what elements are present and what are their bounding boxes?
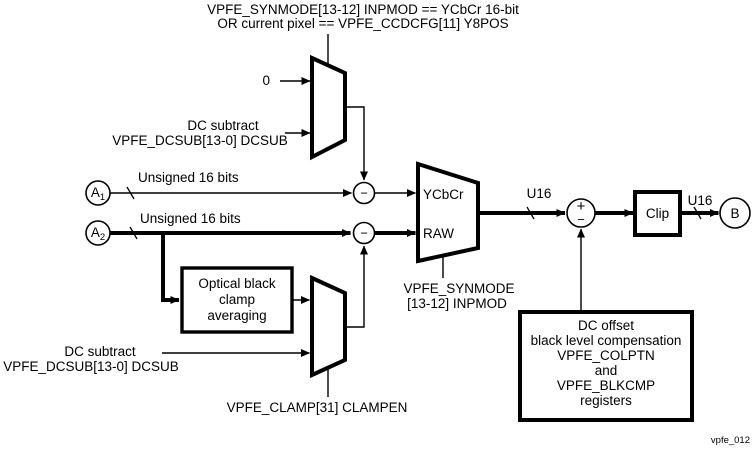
figure-id: vpfe_012 <box>711 435 750 446</box>
adder-plus-symbol: + <box>577 198 586 215</box>
optical-box-line1: Optical black <box>198 276 276 291</box>
bus-tick-u16-out <box>693 206 702 220</box>
condition-text-line1: VPFE_SYNMODE[13-12] INPMOD == YCbCr 16-b… <box>207 2 519 17</box>
mux-dcsub-top <box>310 54 347 161</box>
clip-box <box>633 190 682 237</box>
bus-tick-a2 <box>129 226 138 240</box>
dc-offset-line1: DC offset <box>578 318 634 333</box>
dc-offset-line2: black level compensation <box>531 333 682 348</box>
wire-mux-top-output <box>345 106 368 181</box>
dc-offset-line6: registers <box>580 393 632 408</box>
dc-offset-line5: VPFE_BLKCMP <box>557 378 655 393</box>
condition-text-line2: OR current pixel == VPFE_CCDCFG[11] Y8PO… <box>217 16 508 31</box>
bus-label-u16-mid: U16 <box>527 186 552 201</box>
dc-offset-line4: and <box>595 363 618 378</box>
mux-input-format <box>416 161 480 264</box>
input-a2-label: A2 <box>91 225 105 243</box>
input-a1-label: A1 <box>91 185 105 203</box>
format-mux-option-top: YCbCr <box>423 187 464 202</box>
subtract-node-1-symbol: − <box>360 186 368 201</box>
inpmod-select-label-line2: [13-12] INPMOD <box>407 296 507 311</box>
clampen-select-label: VPFE_CLAMP[31] CLAMPEN <box>227 400 408 415</box>
bus-label-u16-out: U16 <box>688 193 713 208</box>
inpmod-select-label-line1: VPFE_SYNMODE <box>403 281 514 296</box>
dcsub-bottom-label-line2: VPFE_DCSUB[13-0] DCSUB <box>3 359 179 374</box>
bus-label-a2: Unsigned 16 bits <box>140 211 241 226</box>
dcsub-top-label-line1: DC subtract <box>187 118 259 133</box>
adder-minus-symbol: − <box>577 212 585 227</box>
wire-mux-clamp-output <box>345 245 368 328</box>
mux-clamp <box>310 274 347 379</box>
optical-clamp-box <box>180 266 294 334</box>
dcsub-top-label-line2: VPFE_DCSUB[13-0] DCSUB <box>112 133 288 148</box>
subtract-node-2-symbol: − <box>360 226 368 241</box>
bus-tick-u16-mid <box>526 206 535 220</box>
bus-label-a1: Unsigned 16 bits <box>138 170 239 185</box>
output-b-label: B <box>730 206 739 221</box>
dc-offset-line3: VPFE_COLPTN <box>557 348 655 363</box>
optical-box-line2: clamp <box>219 292 255 307</box>
dc-offset-box <box>518 310 694 422</box>
dcsub-bottom-label-line1: DC subtract <box>64 344 136 359</box>
wire-a2-branch <box>161 233 180 304</box>
format-mux-option-bottom: RAW <box>423 226 454 241</box>
output-b-node <box>719 197 751 229</box>
clip-label: Clip <box>646 206 669 221</box>
optical-box-line3: averaging <box>207 308 266 323</box>
mux-top-input0-label: 0 <box>262 73 270 88</box>
bus-tick-a1 <box>126 186 135 200</box>
